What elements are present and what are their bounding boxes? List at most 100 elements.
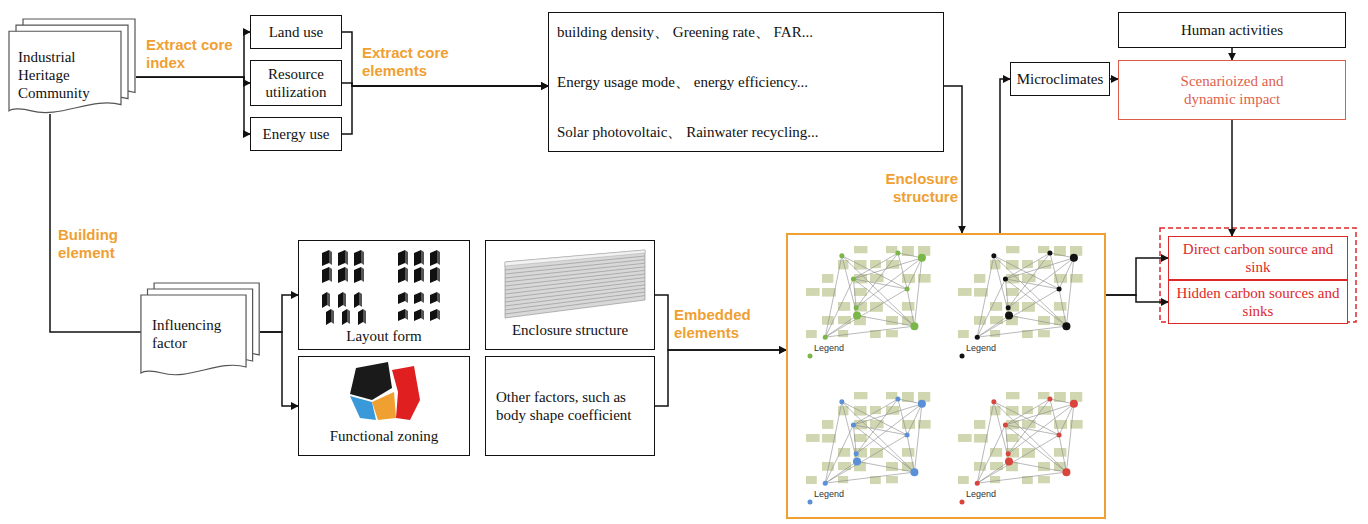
map-block (886, 462, 898, 471)
map-point (854, 451, 859, 456)
map-connection (977, 435, 1059, 483)
map-block (886, 316, 898, 325)
node-text: Influencing factor (152, 316, 252, 352)
map-connection (1005, 404, 1073, 425)
map-block (1038, 462, 1050, 471)
map-connection (1008, 253, 1050, 308)
building-block-side (345, 267, 348, 282)
map-block (902, 274, 915, 283)
map-block (1070, 246, 1082, 256)
map-point (839, 253, 844, 258)
legend-dot (808, 500, 813, 505)
map-block (806, 476, 817, 484)
map-point (905, 286, 910, 291)
node-text: Industrial Heritage Community (18, 48, 124, 102)
building-block-side (437, 292, 440, 303)
map-point (1062, 322, 1070, 330)
map-connection (1008, 399, 1050, 454)
map-block (1070, 392, 1082, 402)
facade-stripe (505, 263, 645, 278)
map-point (905, 432, 910, 437)
map-point (910, 468, 918, 476)
map-point (991, 253, 996, 258)
map-block (886, 476, 898, 483)
map-connection (977, 402, 994, 483)
building-block-side (327, 292, 330, 307)
map-connection (853, 425, 907, 435)
process-box: Resource utilization (250, 60, 342, 106)
map-connection (1009, 461, 1066, 472)
building-block (342, 309, 347, 325)
building-block (398, 309, 405, 321)
map-point (851, 422, 856, 427)
process-box: Land use (250, 15, 342, 49)
building-block-side (405, 292, 408, 303)
map-block (918, 392, 930, 402)
map-block (806, 330, 817, 338)
building-block (430, 309, 437, 321)
map-block (902, 302, 914, 311)
node-text: Energy usage mode、 energy efficiency... (557, 73, 808, 91)
building-block-side (343, 292, 346, 307)
map-block (854, 434, 867, 442)
map-block (990, 476, 1000, 483)
connector-arrow (1231, 120, 1233, 236)
map-connection (853, 279, 914, 326)
node-text: Other factors, such as body shape coeffi… (496, 388, 644, 424)
building-block (338, 250, 345, 266)
legend-dot (808, 354, 813, 359)
edge-label: Extract core elements (362, 44, 482, 80)
map-block (1054, 302, 1066, 311)
map-connection (1005, 258, 1073, 279)
edge-label: Embedded elements (674, 306, 774, 342)
node-text: Microclimates (1017, 70, 1104, 88)
map-connection (825, 326, 914, 337)
process-box: Hidden carbon sources and sinks (1168, 280, 1348, 324)
map-connection (825, 435, 907, 483)
map-connection (825, 472, 914, 483)
map-block (838, 330, 848, 337)
document-stack: Industrial Heritage Community (8, 18, 138, 120)
map-connection (853, 279, 856, 308)
map-point (1057, 432, 1062, 437)
map-block (902, 420, 915, 429)
building-block (358, 309, 363, 325)
process-box: Human activities (1118, 12, 1346, 48)
facade-stripe (505, 292, 645, 310)
map-connection (977, 279, 1005, 337)
building-block-side (421, 250, 424, 265)
zone-blue (350, 396, 376, 420)
node-text: Hidden carbon sources and sinks (1175, 284, 1341, 320)
node-text: Scenarioized and dynamic impact (1159, 72, 1305, 108)
map-connection (825, 289, 907, 337)
building-block-side (361, 267, 364, 282)
connector-arrow (1106, 295, 1168, 302)
map-connection (857, 461, 914, 472)
map-connection (1005, 425, 1059, 435)
map-connection (1005, 399, 1049, 425)
building-block (322, 250, 329, 266)
map-connection (1008, 404, 1074, 454)
map-connection (1005, 279, 1066, 326)
map-block (974, 420, 985, 429)
map-block (806, 434, 820, 442)
map-block (838, 476, 848, 483)
legend-dot (960, 500, 965, 505)
connector-arrow (136, 32, 250, 77)
map-connection (898, 399, 907, 435)
process-box: Energy use (250, 117, 342, 151)
map-block (902, 448, 914, 457)
map-connection (825, 425, 853, 483)
facade-stripe (505, 256, 645, 270)
connector-arrow (50, 114, 142, 332)
map-point (895, 397, 900, 402)
map-connection (1050, 399, 1059, 435)
connector-arrow (260, 295, 298, 332)
map-block (822, 420, 833, 429)
map-block (958, 330, 969, 338)
connector-arrow (1231, 48, 1233, 60)
building-block (398, 267, 405, 283)
legend-title: Legend (966, 489, 996, 500)
